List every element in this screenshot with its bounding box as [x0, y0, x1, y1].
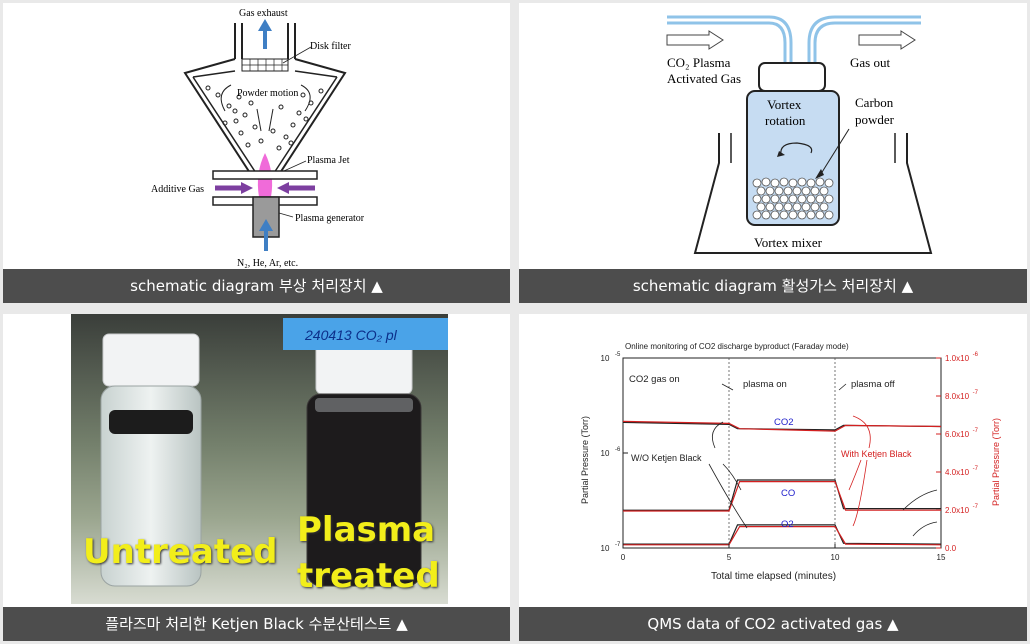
- inlet-tube: [667, 15, 793, 65]
- x-axis-label: Total time elapsed (minutes): [711, 571, 836, 582]
- label-tape: [283, 318, 448, 350]
- label-disk-filter: Disk filter: [310, 41, 351, 52]
- treated-label-line2: treated: [297, 556, 440, 596]
- bottle-cap: [758, 62, 826, 92]
- y-tick-label-right: 6.0x10: [945, 430, 970, 439]
- label-plasma-generator: Plasma generator: [295, 213, 365, 224]
- powder-particles: [205, 85, 324, 151]
- annotation-wo-ketjen: W/O Ketjen Black: [631, 453, 702, 463]
- vortex-mixer: [693, 133, 933, 254]
- series-line: [623, 526, 942, 546]
- x-tick-label: 10: [831, 553, 840, 562]
- x-tick-label: 5: [727, 553, 732, 562]
- motion-arrow-icon: [300, 84, 311, 112]
- y-tick-exp-left: -7: [615, 542, 621, 548]
- untreated-label: Untreated: [83, 532, 278, 572]
- caption-schematic-floating: schematic diagram 부상 처리장치 ▲: [3, 269, 510, 303]
- tape-text: 240413 CO₂ pl: [304, 327, 398, 343]
- schematic-floating-diagram: Gas exhaust Disk filter Powder: [151, 8, 365, 269]
- y-tick-label-right: 2.0x10: [945, 506, 970, 515]
- caption-photo-test: 플라즈마 처리한 Ketjen Black 수분산테스트 ▲: [3, 607, 510, 641]
- label-vortex-mixer: Vortex mixer: [754, 235, 823, 250]
- outlet-tube: [807, 15, 921, 65]
- label-carbon-line2: powder: [855, 112, 895, 127]
- y-tick-exp-left: -5: [615, 352, 621, 358]
- panel-schematic-activation: CO₂ Plasma Activated Gas Gas out Vortex …: [519, 3, 1027, 303]
- treated-bottle: [306, 393, 422, 587]
- qms-chart: Online monitoring of CO2 discharge bypro…: [580, 342, 1001, 582]
- inlet-arrow-icon: [666, 30, 724, 50]
- annotation-co2: CO2: [774, 417, 794, 428]
- y-tick-label-left: 10: [601, 354, 610, 363]
- series-line: [622, 420, 942, 432]
- label-gas-out: Gas out: [850, 55, 890, 70]
- motion-arrow-icon: [256, 108, 262, 132]
- y-tick-label-right: 8.0x10: [945, 392, 970, 401]
- label-powder-motion: Powder motion: [237, 88, 298, 99]
- y-tick-exp-right: -7: [973, 466, 979, 472]
- panel-photo-test: 240413 CO₂ pl Untreated Plasma treated 플…: [3, 314, 510, 641]
- caption-qms-chart: QMS data of CO2 activated gas ▲: [519, 607, 1027, 641]
- annotation-plasma-off: plasma off: [851, 379, 895, 390]
- label-gas-exhaust: Gas exhaust: [239, 8, 288, 19]
- label-feed-gas: N₂, He, Ar, etc.: [237, 258, 298, 269]
- x-tick-label: 15: [937, 553, 946, 562]
- x-tick-label: 0: [621, 553, 626, 562]
- carbon-pointer: [818, 128, 850, 178]
- motion-arrow-icon: [268, 108, 274, 132]
- photo-dispersion-test: 240413 CO₂ pl Untreated Plasma treated: [71, 314, 448, 604]
- series-line: [623, 524, 942, 545]
- annotation-co: CO: [781, 488, 795, 499]
- panel-qms-chart: Online monitoring of CO2 discharge bypro…: [519, 314, 1027, 641]
- rotation-arrow-icon: [780, 142, 813, 156]
- y-tick-label-right: 0.0: [945, 544, 957, 553]
- label-inlet-line2: Activated Gas: [667, 71, 741, 86]
- series-line: [623, 481, 941, 512]
- y-axis-label-right: Partial Pressure (Torr): [991, 418, 1001, 506]
- annotation-with-ketjen: With Ketjen Black: [841, 449, 912, 459]
- annotation-plasma-on: plasma on: [743, 379, 787, 390]
- label-vortex-line2: rotation: [765, 113, 806, 128]
- caption-schematic-activation: schematic diagram 활성가스 처리장치 ▲: [519, 269, 1027, 303]
- y-tick-exp-right: -7: [973, 428, 979, 434]
- floating-carbon-layer: [109, 410, 193, 434]
- schematic-activation-diagram: CO₂ Plasma Activated Gas Gas out Vortex …: [666, 15, 933, 254]
- outlet-arrow-icon: [858, 30, 916, 50]
- untreated-bottle: [100, 385, 202, 587]
- y-tick-exp-right: -6: [973, 352, 979, 358]
- y-tick-label-right: 1.0x10: [945, 354, 970, 363]
- annotation-o2: O2: [781, 519, 794, 530]
- motion-arrow-icon: [220, 84, 232, 112]
- label-vortex-line1: Vortex: [767, 97, 802, 112]
- annotation-pointers-red: [848, 415, 871, 527]
- y-tick-exp-right: -7: [973, 504, 979, 510]
- label-inlet-line1: CO₂ Plasma: [667, 55, 731, 70]
- annotation-pointers: [708, 383, 847, 529]
- panel-schematic-floating: Gas exhaust Disk filter Powder: [3, 3, 510, 303]
- label-carbon-line1: Carbon: [855, 95, 894, 110]
- y-tick-exp-left: -6: [615, 447, 621, 453]
- y-tick-label-left: 10: [601, 544, 610, 553]
- label-additive-gas: Additive Gas: [151, 184, 204, 195]
- exhaust-arrowhead-icon: [258, 19, 272, 31]
- y-tick-label-left: 10: [601, 449, 610, 458]
- annotation-gas-on: CO2 gas on: [629, 374, 680, 385]
- y-axis-label-left: Partial Pressure (Torr): [580, 416, 590, 504]
- label-plasma-jet: Plasma Jet: [307, 155, 350, 166]
- carbon-powder: [752, 177, 834, 220]
- untreated-bottle-cap: [102, 333, 200, 387]
- series-line: [623, 479, 941, 511]
- treated-label-line1: Plasma: [297, 510, 436, 550]
- y-tick-exp-right: -7: [973, 390, 979, 396]
- right-axis-pointers: [902, 489, 938, 537]
- y-tick-label-right: 4.0x10: [945, 468, 970, 477]
- chart-title: Online monitoring of CO2 discharge bypro…: [625, 342, 849, 351]
